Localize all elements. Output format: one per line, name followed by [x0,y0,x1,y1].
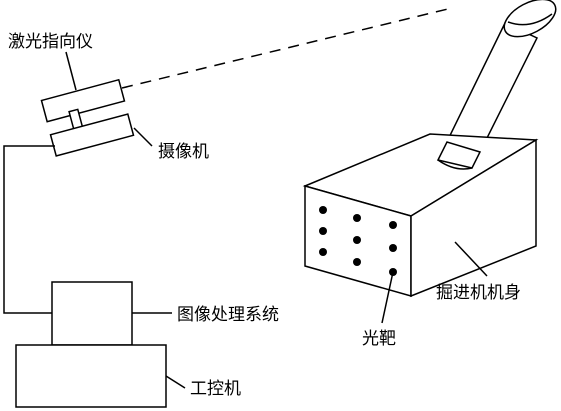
light-target [319,206,397,276]
machine-body-leader [454,241,488,277]
cutting-arm-base [436,141,482,169]
body-side-face [410,138,537,298]
industrial-pc-box [15,344,167,408]
target-spot [353,236,361,244]
laser-beam [121,7,453,89]
target-spot [353,214,361,222]
target-spot [353,258,361,266]
target-spot [389,221,397,229]
laser-leader [65,51,77,91]
label-image-processing: 图像处理系统 [177,305,279,325]
camera-leader [133,127,153,147]
signal-cable [3,145,55,314]
label-machine-body: 掘进机机身 [436,283,521,303]
label-laser: 激光指向仪 [8,32,93,52]
machine-body [302,133,539,298]
label-camera: 摄像机 [158,142,209,162]
camera [49,113,135,157]
label-light-target: 光靶 [362,329,396,349]
target-spot [389,244,397,252]
target-spot [319,227,327,235]
image-processing-box [51,281,133,346]
laser-pointer [40,78,126,123]
target-spot [319,248,327,256]
industrial-pc-leader [165,375,186,389]
light-target-leader [381,271,394,324]
target-spot [319,206,327,214]
label-industrial-pc: 工控机 [190,379,241,399]
